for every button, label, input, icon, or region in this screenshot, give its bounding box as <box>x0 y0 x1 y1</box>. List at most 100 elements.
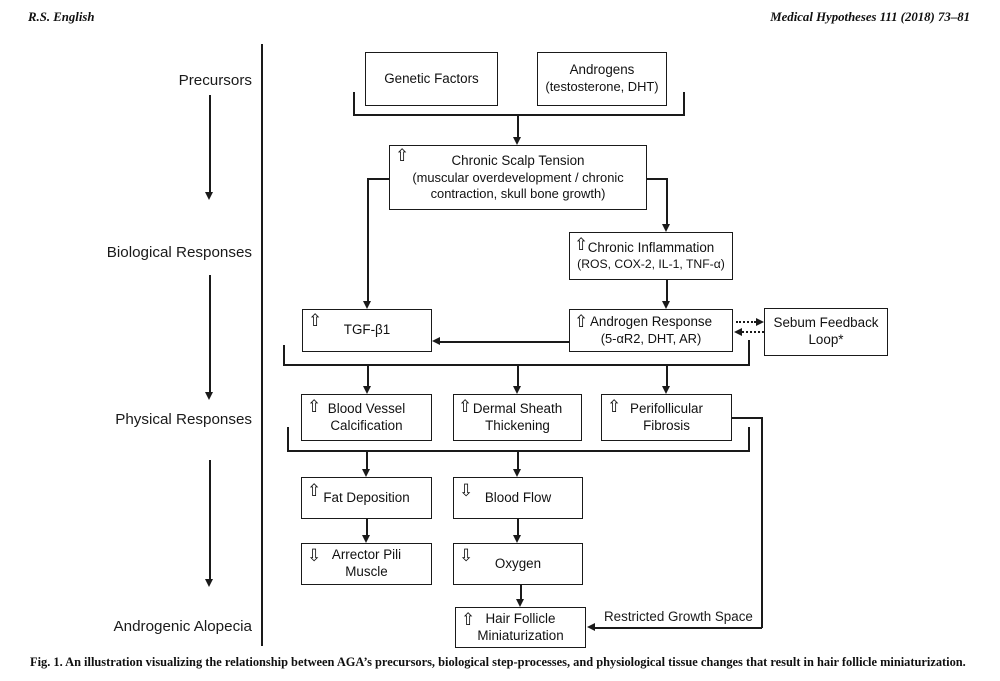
node-blood-vessel-calcification: ⇧ Blood Vessel Calcification <box>301 394 432 441</box>
stage-label-androgenic-alopecia: Androgenic Alopecia <box>113 618 252 635</box>
precursor-bracket-right-tick <box>683 92 685 115</box>
node-label: Oxygen <box>494 555 542 571</box>
node-label: Sebum Feedback <box>773 315 879 331</box>
node-label: Muscle <box>345 564 388 579</box>
node-label: TGF-β1 <box>343 322 391 338</box>
arrow-to-dst-stem <box>517 364 519 386</box>
page-author: R.S. English <box>28 10 95 24</box>
stage-arrow-1-head <box>205 192 213 200</box>
node-label: Androgens <box>569 62 635 78</box>
connector-cst-to-tgf-head <box>363 301 371 309</box>
biological-bracket-right-tick <box>748 340 750 364</box>
arrow-to-pf-stem <box>666 364 668 386</box>
arrow-to-fat-stem <box>366 450 368 469</box>
arrow-ar-to-tgf-line <box>440 341 569 343</box>
up-arrow-icon: ⇧ <box>308 311 323 331</box>
node-arrector-pili-muscle: ⇩ Arrector Pili Muscle <box>301 543 432 585</box>
figure-caption-label: Fig. 1. <box>30 655 63 669</box>
stage-arrow-2-stem <box>209 275 211 392</box>
node-dermal-sheath-thickening: ⇧ Dermal Sheath Thickening <box>453 394 582 441</box>
node-label: Blood Flow <box>484 489 552 505</box>
node-label: Chronic Inflammation <box>587 239 715 255</box>
node-blood-flow: ⇩ Blood Flow <box>453 477 583 519</box>
node-genetic-factors: Genetic Factors <box>365 52 498 106</box>
connector-cst-to-tgf-h <box>367 178 390 180</box>
node-label: Loop* <box>808 332 844 347</box>
connector-cst-to-inflammation-h <box>646 178 668 180</box>
connector-cst-to-tgf-v <box>367 178 369 301</box>
arrow-to-bloodflow-head <box>513 469 521 477</box>
arrow-to-bloodflow-stem <box>517 450 519 469</box>
arrow-to-bvc-head <box>363 386 371 394</box>
down-arrow-icon: ⇩ <box>307 546 322 566</box>
down-arrow-icon: ⇩ <box>459 546 474 566</box>
node-label: Arrector Pili <box>331 547 402 563</box>
node-label: Genetic Factors <box>384 70 479 86</box>
node-chronic-inflammation: ⇧ Chronic Inflammation (ROS, COX-2, IL-1… <box>569 232 733 280</box>
stage-arrow-1-stem <box>209 95 211 192</box>
arrow-to-dst-head <box>513 386 521 394</box>
connector-cst-to-inflammation-head <box>662 224 670 232</box>
up-arrow-icon: ⇧ <box>458 397 473 417</box>
dotted-arrow-ar-to-sebum-head <box>756 318 764 326</box>
arrow-to-fat-head <box>362 469 370 477</box>
up-arrow-icon: ⇧ <box>307 397 322 417</box>
node-sublabel: (muscular overdevelopment / chronic <box>412 169 624 185</box>
arrow-bloodflow-to-oxygen-head <box>513 535 521 543</box>
node-sublabel: (testosterone, DHT) <box>545 79 659 95</box>
physical-bracket-left-tick <box>287 427 289 450</box>
node-perifollicular-fibrosis: ⇧ Perifollicular Fibrosis <box>601 394 732 441</box>
node-hair-follicle-miniaturization: ⇧ Hair Follicle Miniaturization <box>455 607 586 648</box>
connector-pf-to-rgs-h1 <box>732 417 762 419</box>
arrow-inflammation-to-ar-head <box>662 301 670 309</box>
arrow-bloodflow-to-oxygen-stem <box>517 519 519 535</box>
node-tgf-b1: ⇧ TGF-β1 <box>302 309 432 352</box>
node-label: Calcification <box>330 417 403 433</box>
down-arrow-icon: ⇩ <box>459 481 474 501</box>
node-label: Dermal Sheath <box>472 400 563 416</box>
node-label: Thickening <box>485 417 550 433</box>
connector-rgs-to-hfm-line <box>595 627 762 629</box>
up-arrow-icon: ⇧ <box>395 146 410 166</box>
figure-caption: Fig. 1. An illustration visualizing the … <box>30 655 974 670</box>
node-label: Miniaturization <box>477 627 564 643</box>
node-oxygen: ⇩ Oxygen <box>453 543 583 585</box>
arrow-oxygen-to-hfm-stem <box>520 585 522 599</box>
node-label: Fat Deposition <box>323 489 410 505</box>
node-sebum-feedback-loop: Sebum Feedback Loop* <box>764 308 888 356</box>
node-sublabel: (5-αR2, DHT, AR) <box>600 330 702 346</box>
dotted-arrow-sebum-to-ar-head <box>734 328 742 336</box>
dotted-arrow-ar-to-sebum-line <box>736 321 756 323</box>
biological-bracket <box>283 364 750 366</box>
up-arrow-icon: ⇧ <box>461 610 476 630</box>
connector-rgs-to-hfm-head <box>587 623 595 631</box>
connector-cst-to-inflammation-v <box>666 178 668 224</box>
node-fat-deposition: ⇧ Fat Deposition <box>301 477 432 519</box>
node-sublabel: (ROS, COX-2, IL-1, TNF-α) <box>577 256 725 271</box>
dotted-arrow-sebum-to-ar-line <box>742 331 764 333</box>
stage-label-biological-responses: Biological Responses <box>106 244 252 261</box>
arrow-fat-to-arrector-head <box>362 535 370 543</box>
physical-bracket-right-tick <box>748 427 750 450</box>
up-arrow-icon: ⇧ <box>607 397 622 417</box>
up-arrow-icon: ⇧ <box>574 235 589 255</box>
precursor-bracket <box>353 114 685 116</box>
stage-label-physical-responses: Physical Responses <box>115 411 252 428</box>
node-chronic-scalp-tension: ⇧ Chronic Scalp Tension (muscular overde… <box>389 145 647 210</box>
arrow-fat-to-arrector-stem <box>366 519 368 535</box>
node-androgen-response: ⇧ Androgen Response (5-αR2, DHT, AR) <box>569 309 733 352</box>
arrow-inflammation-to-ar-stem <box>666 280 668 301</box>
stage-divider-line <box>261 44 263 646</box>
node-label: Hair Follicle <box>485 610 556 626</box>
node-androgens: Androgens (testosterone, DHT) <box>537 52 667 106</box>
node-label: Chronic Scalp Tension <box>451 152 585 168</box>
node-label: Blood Vessel <box>327 400 406 416</box>
arrow-to-pf-head <box>662 386 670 394</box>
precursor-bracket-left-tick <box>353 92 355 115</box>
node-label: Fibrosis <box>643 417 690 433</box>
stage-arrow-2-head <box>205 392 213 400</box>
up-arrow-icon: ⇧ <box>574 312 589 332</box>
biological-bracket-left-tick <box>283 345 285 364</box>
arrow-ar-to-tgf-head <box>432 337 440 345</box>
